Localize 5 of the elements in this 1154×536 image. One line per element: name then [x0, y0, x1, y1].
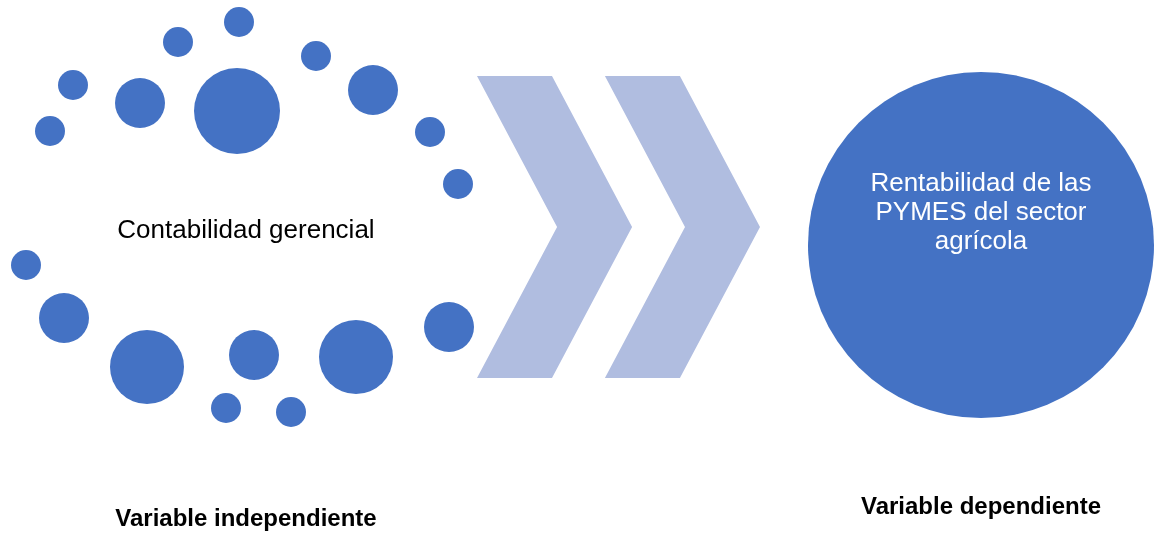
chevron-arrow: [477, 76, 760, 378]
node-label: Rentabilidad de las PYMES del sector agrícola: [869, 168, 1093, 255]
node-label: Contabilidad gerencial: [116, 214, 376, 244]
variable-caption: Variable dependiente: [860, 492, 1102, 520]
variable-caption: Variable independiente: [115, 504, 377, 532]
